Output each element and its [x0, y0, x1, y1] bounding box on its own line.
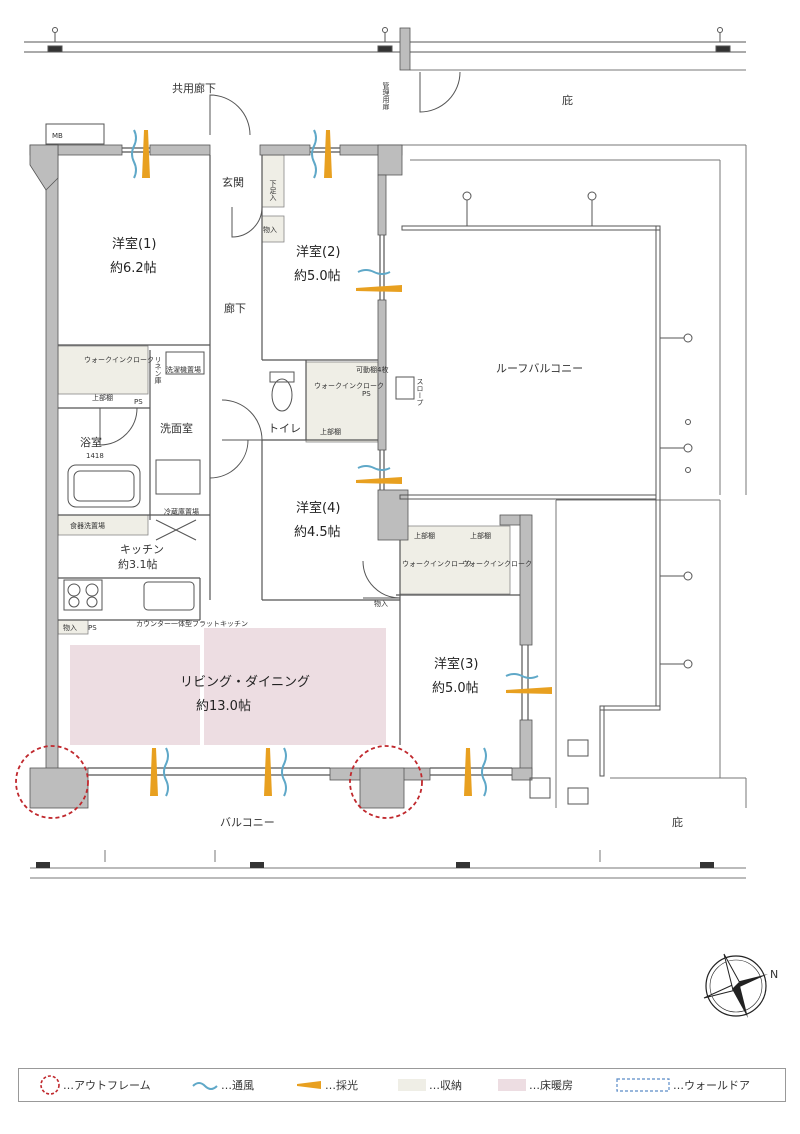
mb-box: MB — [45, 123, 105, 145]
common-corridor-label: 共用廊下 — [172, 81, 216, 95]
storage-label-3: 物入 — [374, 599, 388, 608]
doors — [99, 71, 461, 599]
legend-storage-label: …収納 — [429, 1079, 462, 1092]
fixtures — [63, 351, 295, 611]
toilet-label: トイレ — [268, 422, 301, 435]
ventilation-icon — [192, 1082, 218, 1090]
walk-in-label-2: ウォークインクローク — [314, 382, 384, 390]
kanri-door-label: 管理用扉 — [382, 81, 390, 111]
counter-label: カウンター一体型フラットキッチン — [136, 619, 248, 628]
ps-label-1: PS — [134, 398, 143, 406]
daylight-icon — [297, 1081, 321, 1089]
storage-label-2: 物入 — [63, 623, 77, 632]
eaves-bottom-label: 庇 — [672, 815, 683, 829]
storage-label-1: 物入 — [263, 225, 277, 234]
slope-label: スロープ — [416, 378, 424, 406]
legend-outframe: …アウトフレーム — [39, 1069, 151, 1101]
floor-heating-area — [70, 628, 386, 745]
top-railing — [24, 27, 746, 53]
outer-walls — [29, 27, 533, 809]
upper-shelf-label-3: 上部棚 — [414, 531, 435, 540]
room2-size: 約5.0帖 — [294, 269, 341, 284]
outframe-icon — [40, 1075, 60, 1095]
room1-size: 約6.2帖 — [110, 261, 157, 276]
legend-daylight-label: …採光 — [325, 1079, 358, 1092]
legend-daylight: …採光 — [295, 1069, 358, 1101]
plan-labels: 共用廊下 管理用扉 庇 庇 玄関 下足入 物入 廊下 トイレ リネン庫 洗濯機置… — [63, 81, 683, 829]
kitchen-name: キッチン — [120, 543, 164, 556]
legend-ventilation: …通風 — [191, 1069, 254, 1101]
movable-shelf-label: 可動棚4枚 — [356, 365, 388, 374]
ps-label-3: PS — [362, 390, 371, 398]
eave-lines — [30, 69, 747, 879]
hallway-label: 廊下 — [224, 301, 246, 315]
ventilation-marks — [131, 129, 539, 797]
room4-size: 約4.5帖 — [294, 525, 341, 540]
kitchen-size: 約3.1帖 — [118, 557, 158, 571]
living-size: 約13.0帖 — [196, 699, 251, 714]
roof-balcony-railing — [395, 191, 693, 805]
walk-in-label-4: ウォークインクローク — [462, 560, 532, 568]
shoe-storage-label: 下足入 — [269, 180, 277, 201]
washer-label: 洗濯機置場 — [166, 365, 201, 374]
room3-name: 洋室(3) — [434, 656, 478, 672]
walk-in-label-1: ウォークインクローク — [84, 356, 154, 364]
daylight-marks — [142, 130, 552, 796]
compass-icon: N — [703, 953, 778, 1018]
room1-name: 洋室(1) — [112, 236, 156, 252]
upper-shelf-label-1: 上部棚 — [92, 393, 113, 402]
bottom-railing — [36, 862, 714, 868]
legend-outframe-label: …アウトフレーム — [63, 1079, 151, 1092]
walk-in-label-3: ウォークインクローク — [402, 560, 472, 568]
room2-name: 洋室(2) — [296, 244, 340, 260]
legend-storage: …収納 — [397, 1069, 462, 1101]
fridge-label: 冷蔵庫置場 — [164, 507, 199, 516]
legend-ventilation-label: …通風 — [221, 1079, 254, 1092]
outframe-markers — [15, 745, 423, 819]
wall-door-icon — [616, 1078, 670, 1092]
compass-north-label: N — [770, 968, 778, 981]
upper-shelf-label-4: 上部棚 — [470, 531, 491, 540]
bathroom-label: 浴室 — [80, 435, 102, 449]
eaves-top-label: 庇 — [562, 93, 573, 107]
ps-label-2: PS — [88, 624, 97, 632]
legend: …アウトフレーム …通風 …採光 …収納 …床暖房 …ウォールドア — [18, 1068, 786, 1102]
legend-wall-door-label: …ウォールドア — [673, 1079, 750, 1092]
storage-areas — [57, 154, 511, 635]
storage-swatch — [398, 1079, 426, 1091]
entrance-label: 玄関 — [222, 175, 244, 189]
dish-washer-label: 食器洗置場 — [70, 521, 105, 530]
interior-walls — [58, 147, 529, 776]
roof-balcony-label: ルーフバルコニー — [496, 362, 583, 375]
upper-shelf-label-2: 上部棚 — [320, 427, 341, 436]
balcony-posts — [104, 850, 601, 862]
linen-label: リネン庫 — [154, 356, 162, 385]
legend-wall-door: …ウォールドア — [615, 1069, 750, 1101]
room3-size: 約5.0帖 — [432, 681, 479, 696]
bath-size-label: 1418 — [86, 452, 104, 460]
balcony-label: バルコニー — [220, 816, 275, 829]
svg-text:MB: MB — [52, 132, 63, 140]
legend-floor-heating-label: …床暖房 — [529, 1079, 573, 1092]
floor-heating-swatch — [498, 1079, 526, 1091]
room4-name: 洋室(4) — [296, 500, 340, 516]
washroom-label: 洗面室 — [160, 421, 193, 435]
living-name: リビング・ダイニング — [180, 675, 310, 690]
legend-floor-heating: …床暖房 — [497, 1069, 573, 1101]
